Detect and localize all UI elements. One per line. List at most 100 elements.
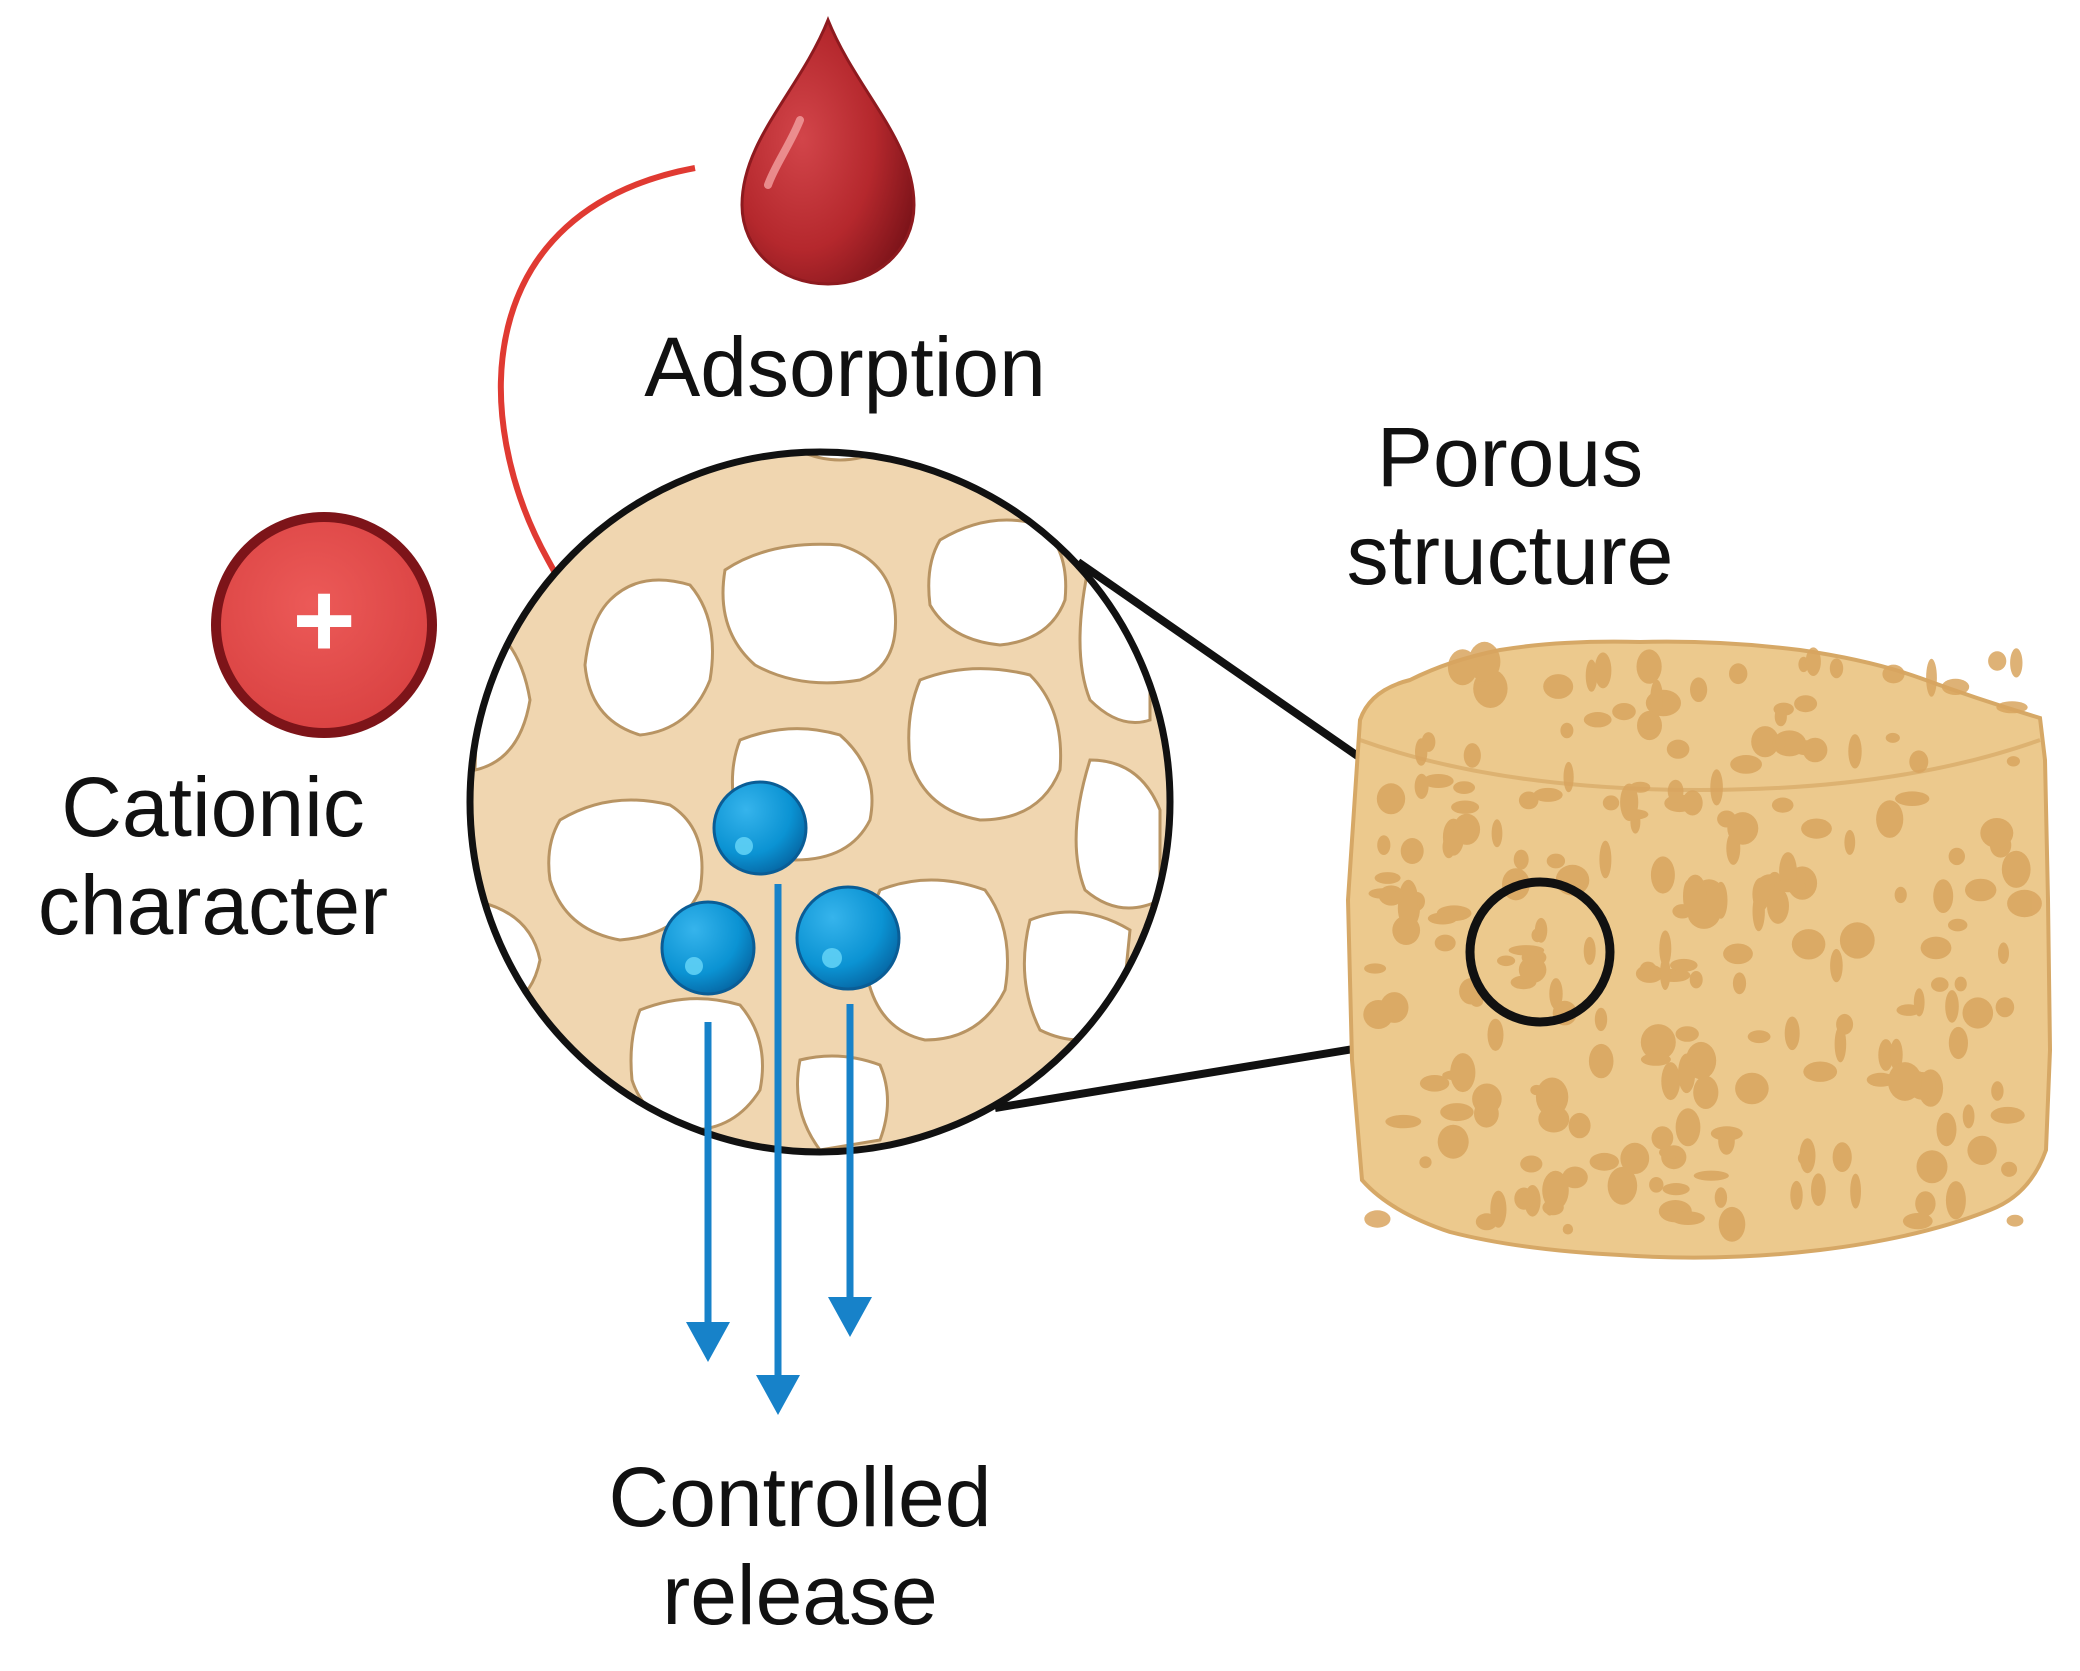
sponge-pore [1660, 956, 1671, 990]
sponge-pore [1583, 712, 1612, 728]
sponge-pore [1948, 1026, 1968, 1060]
sponge-pore [1980, 818, 2014, 848]
sponge-pore [1637, 710, 1662, 741]
sponge-pore [1376, 783, 1406, 815]
sponge-pore [1913, 988, 1925, 1017]
sponge-pore [1531, 928, 1544, 943]
sponge-pore [1967, 1135, 1997, 1165]
sponge-pore [1364, 1210, 1391, 1228]
release-arrows [686, 884, 872, 1415]
sponge-pore [1594, 652, 1612, 689]
sponge-pore [1962, 997, 1994, 1029]
sponge-pore [1650, 856, 1675, 894]
sponge-pore [1675, 1108, 1701, 1147]
sponge-pore [1920, 936, 1952, 960]
sponge-pore [1936, 1112, 1957, 1147]
release-label-line1: Controlled [608, 1450, 992, 1544]
release-label-line2: release [662, 1548, 938, 1643]
sponge-pore [1419, 1075, 1450, 1092]
sponge-pore [1727, 812, 1759, 845]
sponge-pore [1520, 1155, 1543, 1173]
sponge-pore [1533, 787, 1563, 802]
zoom-circle-outline [466, 448, 1174, 1156]
sponge-pore [1931, 977, 1949, 992]
sponge-pore [1672, 904, 1693, 919]
sponge-pore [2007, 889, 2042, 918]
zoomed-scaffold [470, 452, 1170, 1152]
sponge-pore [1774, 879, 1806, 893]
sponge-pore [1414, 773, 1429, 800]
sponge-pore [1513, 849, 1529, 870]
sponge-pore [2001, 850, 2031, 888]
release-arrow-right-head [828, 1297, 872, 1337]
sponge-pore [1991, 1081, 2004, 1101]
sponge-pore [1775, 733, 1787, 750]
sponge-pore [1803, 1061, 1838, 1082]
sponge-pore [1497, 955, 1516, 967]
sponge-pore [1542, 1170, 1569, 1210]
sponge-pore [1844, 829, 1856, 855]
drug-particle-left [660, 900, 756, 996]
sponge-pore [1965, 878, 1997, 902]
sponge-pore [1589, 1152, 1620, 1171]
sponge-pore [1546, 853, 1566, 869]
sponge-pore [1834, 1025, 1847, 1063]
sponge-pore [1659, 930, 1672, 967]
porous-label-line2: structure [1346, 508, 1674, 603]
sponge-pore [1732, 972, 1747, 995]
sponge-pore [1368, 888, 1397, 899]
sponge-pore [1640, 1024, 1676, 1061]
sponge-pore [1639, 961, 1657, 976]
sponge-pore [1894, 886, 1907, 904]
sponge-pore [1620, 1142, 1650, 1174]
sponge-pore [1954, 976, 1967, 992]
sponge-pore [1594, 1007, 1608, 1032]
sponge-pore [1848, 734, 1862, 769]
sponge-pore [1398, 879, 1418, 920]
sponge-pore [1723, 943, 1753, 965]
sponge-pore [1909, 750, 1929, 773]
sponge-pore [1385, 1114, 1422, 1129]
sponge-pore [1650, 679, 1663, 718]
sponge-pore [1747, 1030, 1771, 1044]
sponge-pore [1599, 840, 1612, 879]
sponge-pore [1916, 1150, 1948, 1184]
sponge-pore [1659, 1146, 1681, 1159]
sponge-pore [1771, 797, 1794, 813]
sponge-pore [1693, 1170, 1729, 1181]
sponge-pore [1730, 755, 1762, 774]
sponge-pore [2010, 648, 2023, 678]
sponge-pore [1998, 942, 2009, 964]
sponge-pore [1805, 647, 1821, 676]
sponge-pore [1535, 1077, 1569, 1117]
sponge-pore [2006, 1214, 2024, 1227]
sponge-pore [1926, 658, 1937, 697]
sponge-pore [1487, 1018, 1504, 1051]
sponge-pore [1866, 1072, 1895, 1087]
sponge-pore [1882, 664, 1905, 684]
sponge-pore [1518, 791, 1539, 810]
sponge-pore [1562, 1223, 1574, 1235]
sponge-pore [1490, 1190, 1507, 1228]
sponge-pore [1623, 809, 1649, 820]
sponge-pore [1718, 1127, 1735, 1155]
sponge-pore [1915, 1191, 1936, 1217]
sponge-pore [1560, 722, 1574, 739]
porous-sponge-icon [1345, 639, 2053, 1260]
magnifier-circle [1465, 877, 1615, 1027]
plus-icon: + [292, 559, 356, 680]
porous-structure-label: Porous structure [1290, 408, 1730, 605]
sponge-pore [1400, 838, 1424, 864]
blood-drop-icon [740, 15, 916, 286]
sponge-pore [1667, 779, 1684, 803]
sponge-pore [1689, 971, 1703, 989]
sponge-pore [1666, 739, 1690, 759]
sponge-pore [1491, 819, 1503, 848]
sponge-pore [1440, 1103, 1474, 1122]
sponge-pore [1549, 978, 1563, 1010]
sponge-pore [1790, 1180, 1803, 1210]
sponge-pore [1671, 1211, 1705, 1225]
sponge-pore [1890, 1038, 1903, 1071]
sponge-pore [1583, 936, 1596, 965]
sponge-pore [1902, 1213, 1933, 1230]
